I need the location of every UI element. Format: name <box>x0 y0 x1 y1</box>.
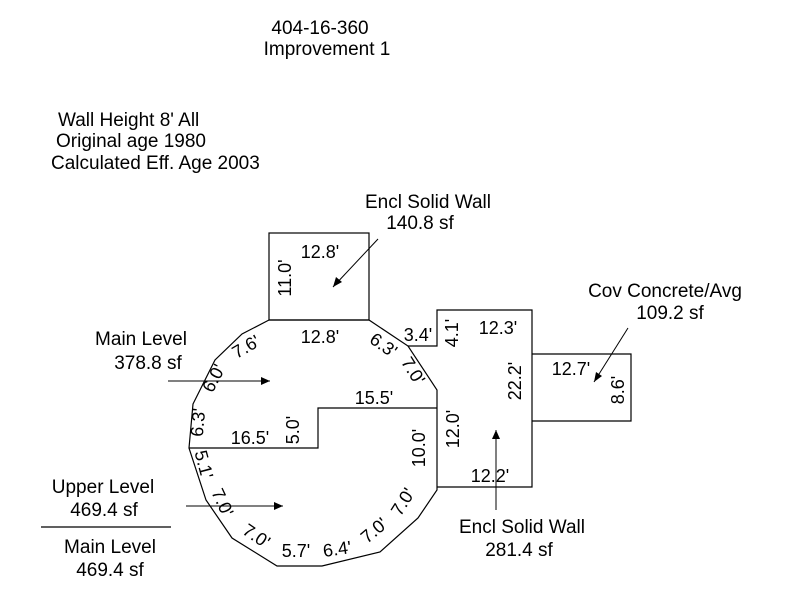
dim-16-5: 16.5' <box>231 428 269 448</box>
dim-12-3: 12.3' <box>479 318 517 338</box>
dim-5-0: 5.0' <box>283 416 303 444</box>
encl-right-outline <box>408 309 533 488</box>
cov-name: Cov Concrete/Avg <box>588 281 742 302</box>
improvement-label: Improvement 1 <box>264 39 391 60</box>
dim-10-0: 10.0' <box>409 429 429 467</box>
cov-size: 109.2 sf <box>636 303 704 324</box>
dim-5-7: 5.7' <box>282 541 310 561</box>
upper-main-name: Main Level <box>64 537 156 558</box>
dim-8-6: 8.6' <box>608 376 628 404</box>
upper-level-size: 469.4 sf <box>70 500 138 521</box>
main-level-outline <box>188 319 438 567</box>
dim-22-2: 22.2' <box>505 362 525 400</box>
dim-7-0-e: 7.0' <box>397 353 429 388</box>
encl-right-name: Encl Solid Wall <box>459 517 585 538</box>
arrow-encl-top <box>332 238 379 288</box>
dim-12-0: 12.0' <box>443 410 463 448</box>
dim-7-0-b: 7.0' <box>239 520 274 553</box>
dim-4-1: 4.1' <box>442 319 462 347</box>
main-level-name: Main Level <box>95 329 187 350</box>
note-original-age: Original age 1980 <box>56 131 206 152</box>
dim-top-box-width: 12.8' <box>301 242 339 262</box>
main-level-size: 378.8 sf <box>114 353 182 374</box>
dim-top-box-base: 12.8' <box>301 327 339 347</box>
encl-top-name: Encl Solid Wall <box>365 192 491 213</box>
dim-12-7: 12.7' <box>552 359 590 379</box>
note-effective-age: Calculated Eff. Age 2003 <box>51 153 260 174</box>
dim-5-1: 5.1' <box>190 448 217 481</box>
dim-6-3-left: 6.3' <box>187 407 209 437</box>
dim-6-4: 6.4' <box>322 537 353 561</box>
parcel-number: 404-16-360 <box>271 18 368 39</box>
dim-6-3-right: 6.3' <box>366 329 401 362</box>
dim-7-6: 7.6' <box>229 331 264 363</box>
note-wall-height: Wall Height 8' All <box>58 110 199 131</box>
encl-right-size: 281.4 sf <box>485 540 553 561</box>
dim-7-0-c: 7.0' <box>357 514 392 548</box>
dim-6-0: 6.0' <box>198 361 229 396</box>
dim-15-5: 15.5' <box>355 388 393 408</box>
upper-main-size: 469.4 sf <box>76 560 144 581</box>
level-divider <box>189 407 437 449</box>
arrow-main-level <box>168 377 270 385</box>
encl-top-size: 140.8 sf <box>386 213 454 234</box>
dim-3-4: 3.4' <box>404 325 432 345</box>
dim-7-0-a: 7.0' <box>207 485 237 519</box>
arrow-cov <box>593 327 629 383</box>
dim-top-box-height: 11.0' <box>275 259 295 296</box>
arrow-encl-right <box>492 430 500 510</box>
dim-7-0-d: 7.0' <box>387 484 419 519</box>
dim-12-2: 12.2' <box>471 466 509 486</box>
upper-level-name: Upper Level <box>52 477 154 498</box>
arrow-upper-level <box>186 502 283 510</box>
cov-concrete-outline <box>532 353 632 422</box>
